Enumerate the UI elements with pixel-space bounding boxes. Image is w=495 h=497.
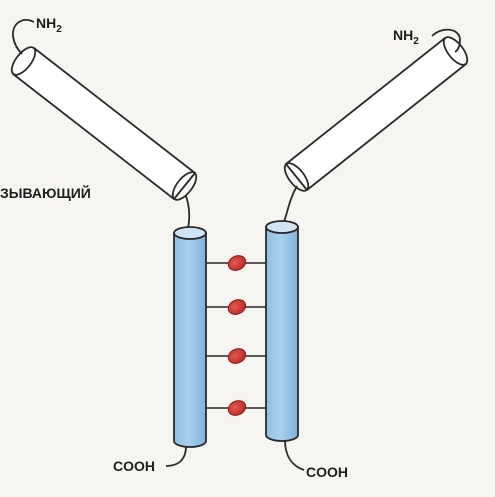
binding-site-label: ЗЫВАЮЩИЙ — [0, 184, 91, 201]
disulfide-bond — [206, 346, 266, 366]
left-arm-to-helix-connector — [186, 196, 189, 228]
right-helix-cylinder — [266, 221, 298, 441]
right-arm-cylinder — [280, 33, 471, 194]
cooh-left-connector — [166, 446, 186, 466]
disulfide-bond — [206, 398, 266, 418]
nh2-left-label: NH2 — [36, 15, 62, 35]
left-arm-cylinder — [7, 43, 200, 203]
disulfide-bond — [206, 253, 266, 273]
nh2-right-label: NH2 — [393, 27, 419, 47]
cooh-left-label: COOH — [113, 458, 155, 474]
disulfide-bond — [206, 297, 266, 317]
right-arm-to-helix-connector — [284, 186, 297, 222]
cooh-right-connector — [285, 440, 304, 470]
disulfide-bonds — [206, 253, 266, 418]
left-helix-cylinder — [174, 227, 206, 447]
cooh-right-label: COOH — [306, 464, 348, 480]
